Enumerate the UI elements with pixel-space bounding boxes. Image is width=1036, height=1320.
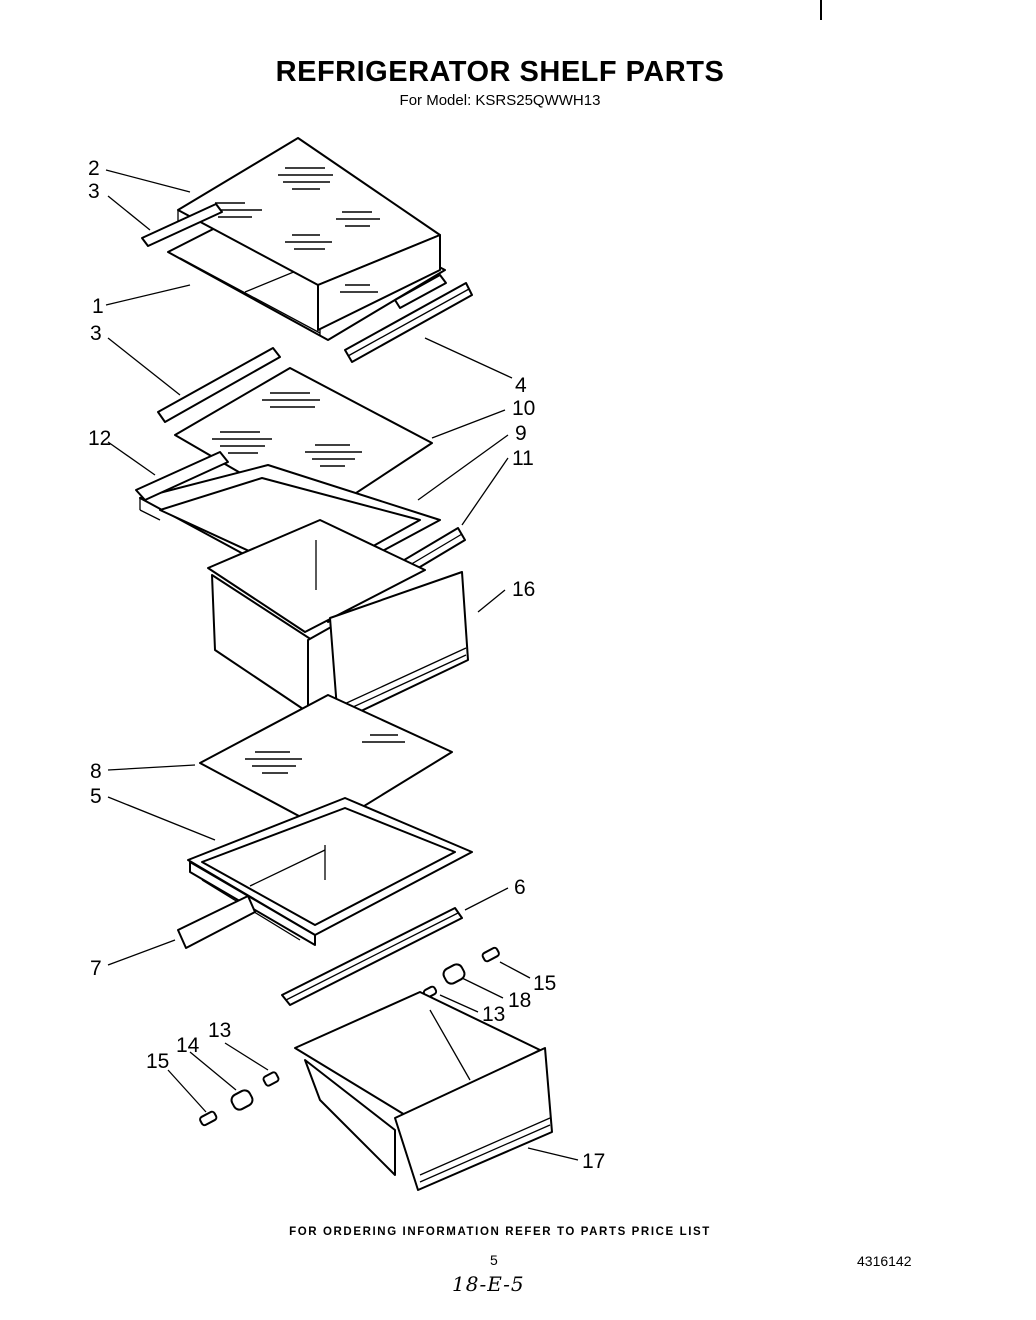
trim-strip-3-top [141,203,223,247]
top-shelf-assembly [141,137,473,363]
glass-edge [317,234,441,331]
pan-17-side [304,1059,396,1176]
callout-3: 3 [88,180,100,203]
handwritten-note: 18-E-5 [452,1272,525,1296]
glass-10-marks [212,392,362,467]
callout-numbers: 2 3 1 3 4 10 12 9 11 16 8 5 6 7 15 18 13… [88,157,605,1173]
roller-14 [230,1089,254,1111]
meat-pan-17 [294,991,553,1191]
ordering-info-footer: FOR ORDERING INFORMATION REFER TO PARTS … [289,1226,711,1238]
glass-panel-8 [199,694,453,831]
callout-10: 10 [512,397,535,420]
callout-15: 15 [533,972,556,995]
model-subtitle: For Model: KSRS25QWWH13 [399,92,601,109]
glass-8-marks [245,734,405,774]
callout-13: 13 [208,1019,231,1042]
frame-5-front [189,861,316,946]
callout-17: 17 [582,1150,605,1173]
lower-shelf-assembly [177,694,473,1006]
leader-lines [105,169,579,1161]
callout-11: 11 [512,447,534,470]
scan-edge-mark [820,0,822,20]
rail-4b [394,274,447,309]
crisper-drawer-front-16 [329,571,469,723]
callout-4: 4 [515,374,527,397]
callout-7: 7 [90,957,102,980]
callout-8: 8 [90,760,102,783]
callout-6: 6 [514,876,526,899]
callout-14: 14 [176,1034,200,1057]
trim-strip-3 [157,347,281,423]
pin-13-left [262,1071,280,1087]
callout-16: 16 [512,578,535,601]
callout-2: 2 [88,157,100,180]
middle-shelf-assembly [135,347,469,723]
page-title: REFRIGERATOR SHELF PARTS [275,56,725,88]
frame-5-inner [201,807,456,926]
callout-5: 5 [90,785,102,808]
screw-15-right [481,946,500,963]
rail-12 [135,451,229,501]
page-number: 5 [490,1252,498,1268]
callout-3: 3 [90,322,102,345]
rail-7 [177,895,256,949]
callout-12: 12 [88,427,111,450]
callout-18: 18 [508,989,531,1012]
document-number: 4316142 [857,1253,912,1269]
pan-17-front [394,1047,553,1191]
callout-9: 9 [515,422,527,445]
screw-15-left [199,1110,218,1127]
callout-13: 13 [482,1003,505,1026]
roller-18 [442,963,466,985]
callout-15: 15 [146,1050,169,1073]
hardware-parts [199,946,500,1127]
callout-1: 1 [92,295,104,318]
